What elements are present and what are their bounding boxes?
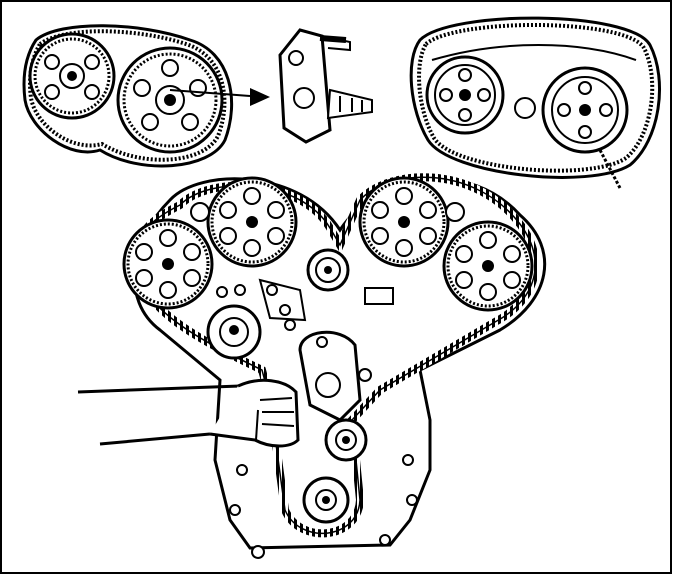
label-plate: [364, 287, 394, 305]
main-engine-view: [77, 173, 547, 559]
cam-sprocket-right-inner-icon: [358, 176, 450, 268]
detail-locking-tool: [278, 28, 373, 144]
left-sprocket-icon: [28, 32, 116, 120]
idler-small-right-icon: [445, 202, 465, 222]
detail-right-cover: [409, 16, 661, 189]
cover-right-sprocket-icon: [541, 66, 629, 154]
pointer-line: [169, 89, 251, 97]
central-idler-pulley-icon: [306, 248, 350, 292]
crankshaft-sprocket-icon: [302, 476, 350, 524]
cover-left-sprocket-icon: [425, 55, 505, 135]
hand-icon: [77, 378, 300, 448]
detail-left-sprockets: [22, 24, 270, 168]
diagram-border: [0, 0, 672, 574]
tensioner-pulley-icon: [315, 372, 341, 398]
idler-small-left-icon: [190, 202, 210, 222]
lower-idler-pulley-icon: [324, 418, 368, 462]
water-pump-pulley-icon: [206, 304, 262, 360]
cam-sprocket-right-outer-icon: [442, 220, 534, 312]
pointer-arrow-icon: [250, 88, 270, 106]
cam-sprocket-left-inner-icon: [206, 176, 298, 268]
cam-sprocket-left-outer-icon: [122, 218, 214, 310]
right-sprocket-icon: [116, 46, 224, 154]
